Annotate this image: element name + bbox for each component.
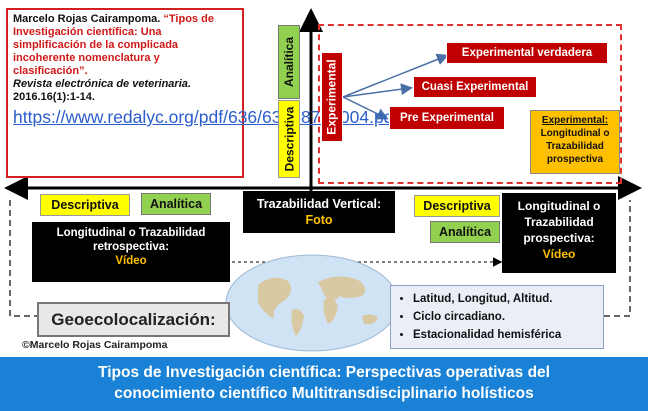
reference-author: Marcelo Rojas Cairampoma. (13, 13, 161, 25)
geoecolocalizacion-label: Geoecolocalización: (37, 302, 230, 337)
geoecolocalizacion-text: Geoecolocalización: (51, 309, 216, 329)
trazabilidad-vertical-title: Trazabilidad Vertical: (256, 197, 382, 211)
left-analitica-text: Analítica (149, 197, 203, 211)
branch-arrow-cuasi (342, 83, 413, 98)
right-descriptiva: Descriptiva (414, 195, 500, 217)
experimental-text: Experimental (325, 59, 339, 135)
prospective-sub: Vídeo (542, 247, 576, 261)
experimental-verdadera-text: Experimental verdadera (461, 47, 593, 59)
prospective-note-body: Longitudinal o Trazabilidad prospectiva (540, 128, 610, 165)
left-descriptiva: Descriptiva (40, 194, 130, 216)
retrospective-title: Longitudinal o Trazabilidad retrospectiv… (56, 227, 206, 253)
vertical-descriptiva-label: Descriptiva (278, 100, 300, 178)
branch-arrow-verdadera (342, 53, 449, 98)
cuasi-experimental-text: Cuasi Experimental (421, 81, 529, 93)
left-descriptiva-text: Descriptiva (51, 198, 119, 212)
dashed-frame-right (604, 200, 631, 317)
cuasi-experimental-box: Cuasi Experimental (413, 76, 537, 98)
prospective-box: Longitudinal o Trazabilidad prospectiva:… (502, 193, 616, 273)
vertical-analitica-text: Analítica (282, 36, 297, 88)
reference-link[interactable]: https://www.redalyc.org/pdf/636/63638739… (13, 107, 399, 127)
retrospective-box: Longitudinal o Trazabilidad retrospectiv… (32, 222, 230, 282)
prospective-note-title: Experimental: (541, 115, 609, 126)
experimental-verdadera-box: Experimental verdadera (446, 42, 608, 64)
footer-line-1: Tipos de Investigación científica: Persp… (98, 364, 550, 381)
left-analitica: Analítica (141, 193, 211, 215)
geo-bullet-item: Latitud, Longitud, Altitud. (413, 290, 595, 308)
right-analitica: Analítica (430, 221, 500, 243)
geo-bullets: Latitud, Longitud, Altitud. Ciclo circad… (390, 285, 604, 349)
experimental-prospective-note: Experimental: Longitudinal o Trazabilida… (530, 110, 620, 174)
right-analitica-text: Analítica (438, 225, 492, 239)
reference-citation: 2016.16(1):1-14. (13, 91, 95, 103)
footer-banner: Tipos de Investigación científica: Persp… (0, 357, 648, 411)
pre-experimental-box: Pre Experimental (389, 106, 505, 130)
vertical-descriptiva-text: Descriptiva (282, 106, 297, 172)
retrospective-sub: Vídeo (115, 255, 147, 267)
branch-arrow-pre (342, 96, 389, 120)
copyright: ©Marcelo Rojas Cairampoma (22, 339, 168, 351)
dashed-frame (9, 200, 37, 317)
trazabilidad-vertical-sub: Foto (305, 213, 333, 227)
reference-journal: Revista electrónica de veterinaria. (13, 78, 191, 90)
trazabilidad-vertical-box: Trazabilidad Vertical: Foto (243, 191, 395, 233)
experimental-region (318, 24, 622, 184)
vertical-analitica-label: Analítica (278, 25, 300, 99)
experimental-label: Experimental (321, 52, 343, 142)
geo-bullet-item: Ciclo circadiano. (413, 308, 595, 326)
right-descriptiva-text: Descriptiva (423, 199, 491, 213)
prospective-title: Longitudinal o Trazabilidad prospectiva: (517, 199, 601, 245)
geo-bullet-item: Estacionalidad hemisférica (413, 326, 595, 344)
reference-title: “Tipos de Investigación científica: Una … (13, 13, 214, 77)
footer-line-2: conocimiento científico Multitransdiscip… (114, 385, 534, 402)
world-map (225, 254, 399, 352)
pre-experimental-text: Pre Experimental (400, 112, 494, 124)
reference-box: Marcelo Rojas Cairampoma. “Tipos de Inve… (6, 8, 399, 178)
